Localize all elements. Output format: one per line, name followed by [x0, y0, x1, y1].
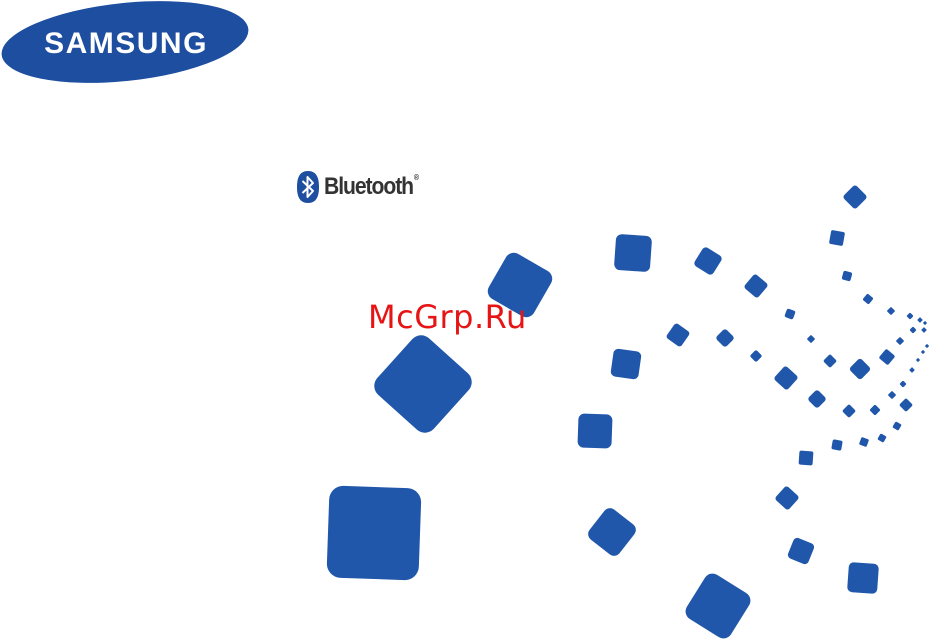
pattern-square [879, 349, 896, 366]
pattern-square [869, 404, 880, 415]
pattern-square [909, 367, 915, 373]
pattern-square [842, 404, 856, 418]
watermark-text: McGrp.Ru [368, 298, 527, 336]
pattern-square [923, 321, 927, 325]
pattern-square [807, 335, 815, 343]
pattern-square [925, 344, 929, 348]
pattern-square [743, 273, 768, 298]
pattern-square [877, 433, 887, 443]
pattern-square [917, 317, 923, 323]
pattern-square [888, 391, 896, 399]
pattern-square [750, 350, 763, 363]
pattern-square [862, 293, 873, 304]
pattern-square [896, 337, 904, 345]
pattern-square [614, 234, 652, 272]
pattern-square [784, 308, 796, 320]
pattern-square [610, 348, 642, 380]
pattern-square [921, 327, 927, 333]
pattern-square [831, 439, 843, 451]
pattern-square [799, 451, 814, 466]
pattern-square [847, 562, 879, 594]
pattern-square [326, 485, 421, 580]
pattern-square [906, 312, 913, 319]
pattern-square [899, 398, 913, 412]
pattern-square [887, 307, 895, 315]
pattern-square [585, 505, 638, 558]
pattern-square [859, 437, 869, 447]
pattern-square [715, 328, 735, 348]
pattern-square [577, 413, 612, 448]
pattern-square [823, 354, 837, 368]
pattern-square [909, 326, 916, 333]
pattern-square [682, 570, 754, 641]
pattern-square [369, 330, 476, 437]
pattern-square [921, 350, 925, 354]
pattern-square [849, 358, 872, 381]
pattern-square [841, 270, 852, 281]
pattern-square [892, 421, 902, 431]
pattern-square [899, 380, 906, 387]
pattern-square [787, 537, 816, 566]
pattern-square [842, 184, 867, 209]
pattern-square [774, 485, 799, 510]
pattern-square [693, 246, 723, 276]
pattern-square [829, 230, 845, 246]
pattern-square [916, 358, 920, 362]
pattern-square [665, 322, 690, 347]
pattern-square [773, 365, 798, 390]
pattern-square [807, 389, 827, 409]
